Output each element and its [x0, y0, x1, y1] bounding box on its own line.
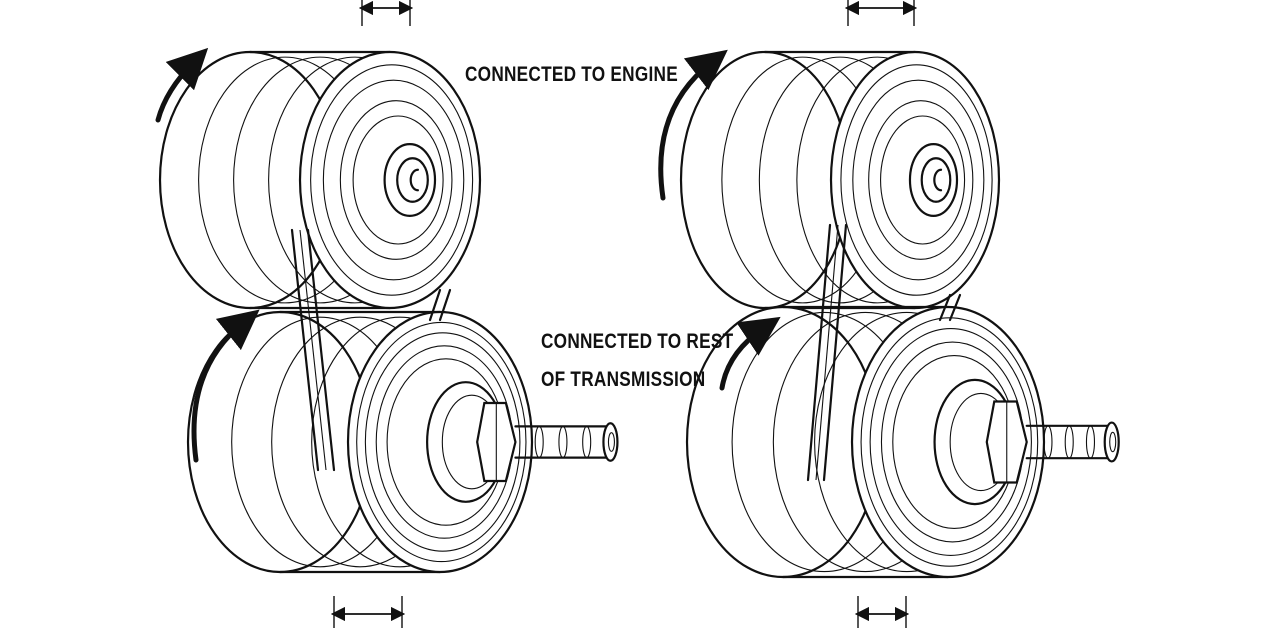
- right-top-rotation-arrow: [658, 49, 728, 201]
- left-top-width-indicator: [358, 0, 414, 26]
- left-belt: [290, 228, 452, 472]
- right-primary-pulley: [679, 50, 1001, 310]
- left-top-rotation-arrow: [155, 47, 209, 123]
- right-bottom-width-indicator: [854, 596, 910, 628]
- right-belt: [806, 223, 962, 482]
- right-secondary-pulley-shaft-end: [1103, 421, 1120, 463]
- right-top-width-indicator: [844, 0, 918, 26]
- left-cvt-assembly: [155, 0, 619, 628]
- right-bottom-rotation-arrow: [719, 316, 781, 391]
- right-primary-pulley-back-flange: [679, 50, 851, 310]
- right-cvt-assembly: [658, 0, 1120, 628]
- label-connected-to-engine: CONNECTED TO ENGINE: [465, 63, 678, 86]
- label-connected-to-rest-line2: OF TRANSMISSION: [541, 368, 706, 391]
- left-primary-pulley: [158, 50, 482, 310]
- left-bottom-width-indicator: [330, 596, 406, 628]
- label-connected-to-rest-line1: CONNECTED TO REST: [541, 330, 734, 353]
- right-secondary-pulley: [685, 305, 1120, 579]
- left-secondary-pulley-shaft-end: [602, 422, 619, 462]
- left-secondary-pulley: [186, 310, 619, 574]
- left-bottom-rotation-arrow: [191, 309, 260, 463]
